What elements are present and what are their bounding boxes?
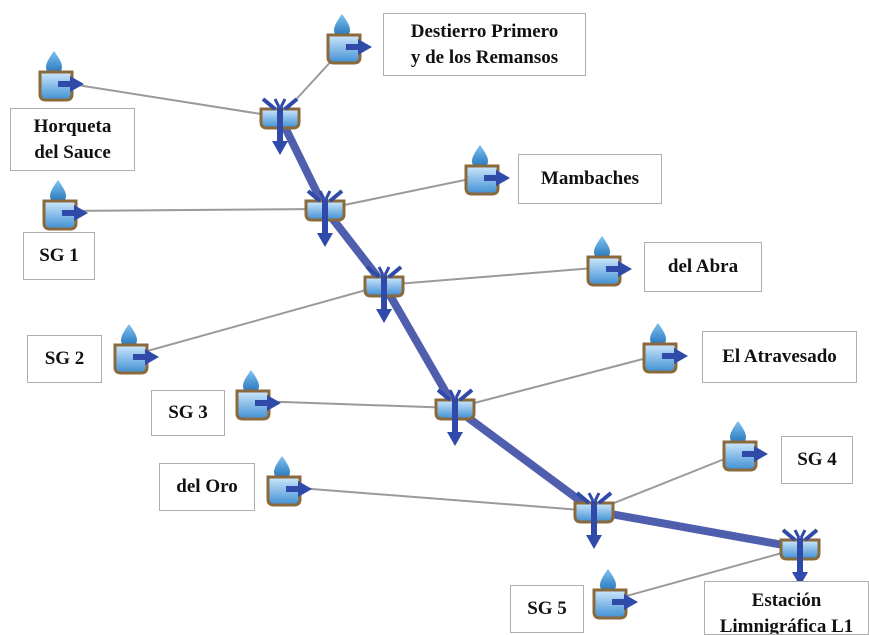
tributary-link-oro bbox=[285, 486, 595, 512]
label-estacion-limnigrafica: Estación Limnigráfica L1 bbox=[704, 581, 869, 635]
subbasin-icon-sg1 bbox=[42, 178, 90, 231]
subbasin-icon-sg3 bbox=[235, 368, 283, 421]
label-line: y de los Remansos bbox=[410, 46, 559, 68]
subbasin-icon-oro bbox=[266, 454, 314, 507]
label-line: SG 1 bbox=[39, 245, 79, 266]
subbasin-icon-atravesado bbox=[642, 321, 690, 374]
subbasin-icon-sg2 bbox=[113, 322, 161, 375]
tributary-link-sg3 bbox=[254, 400, 456, 409]
subbasin-icon-sg4 bbox=[722, 419, 770, 472]
label-del-abra: del Abra bbox=[644, 242, 762, 292]
label-line: SG 2 bbox=[44, 348, 85, 369]
label-el-atravesado: El Atravesado bbox=[702, 331, 857, 383]
label-line: El Atravesado bbox=[722, 346, 837, 367]
label-line: del Sauce bbox=[34, 141, 111, 163]
label-sg2: SG 2 bbox=[27, 335, 102, 383]
label-sg4: SG 4 bbox=[781, 436, 853, 484]
label-line: Horqueta bbox=[33, 115, 112, 137]
junction-icon-j4 bbox=[434, 388, 476, 448]
label-sg1: SG 1 bbox=[23, 232, 95, 280]
label-line: del Abra bbox=[667, 256, 739, 277]
label-sg3: SG 3 bbox=[151, 390, 225, 436]
subbasin-icon-mambaches bbox=[464, 143, 512, 196]
label-line: SG 4 bbox=[797, 449, 837, 470]
tributary-link-atravesado bbox=[454, 353, 663, 409]
label-line: Limnigráfica L1 bbox=[719, 616, 854, 635]
main-channel-segment bbox=[276, 113, 329, 213]
subbasin-icon-destierro bbox=[326, 12, 374, 65]
junction-icon-j6 bbox=[779, 528, 821, 588]
label-line: Destierro Primero bbox=[410, 20, 559, 42]
main-channel-segment bbox=[590, 507, 804, 552]
tributary-link-sg2 bbox=[132, 284, 385, 356]
tributary-link-mambaches bbox=[324, 175, 485, 210]
label-line: Estación bbox=[751, 590, 822, 611]
label-line: del Oro bbox=[176, 476, 238, 497]
label-del-oro: del Oro bbox=[159, 463, 255, 511]
subbasin-icon-abra bbox=[586, 234, 634, 287]
label-line: SG 3 bbox=[168, 402, 208, 423]
tributary-link-sg1 bbox=[61, 208, 326, 212]
tributary-link-sg5 bbox=[611, 547, 801, 601]
label-mambaches: Mambaches bbox=[518, 154, 662, 204]
subbasin-icon-horqueta bbox=[38, 49, 86, 102]
label-line: SG 5 bbox=[527, 598, 567, 619]
subbasin-icon-sg5 bbox=[592, 567, 640, 620]
tributary-link-abra bbox=[383, 266, 607, 286]
main-channel-segment bbox=[451, 404, 598, 515]
junction-icon-j2 bbox=[304, 189, 346, 249]
tributary-link-horqueta bbox=[57, 81, 281, 118]
label-line: Mambaches bbox=[540, 168, 640, 189]
tributary-link-sg4 bbox=[593, 451, 743, 512]
label-destierro-primero: Destierro Primero y de los Remansos bbox=[383, 13, 586, 76]
label-horqueta-del-sauce: Horqueta del Sauce bbox=[10, 108, 135, 171]
main-channel-segment bbox=[380, 281, 459, 412]
label-sg5: SG 5 bbox=[510, 585, 584, 633]
